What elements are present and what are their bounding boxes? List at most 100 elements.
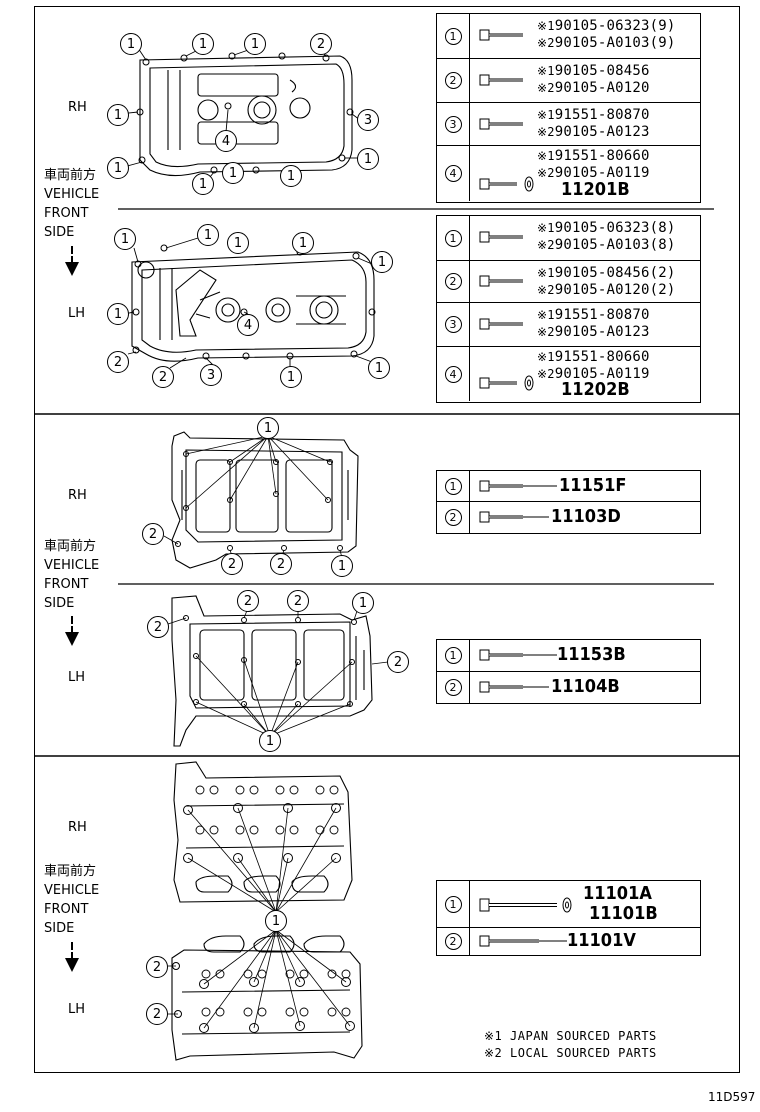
- callout-1: 1: [292, 232, 314, 254]
- part-number: 90105-08456(2): [554, 265, 676, 281]
- table-row: 1 11101A 11101B: [437, 881, 700, 928]
- source-mark: ※1: [484, 1029, 503, 1043]
- arrow-down-icon: [65, 246, 79, 276]
- source-mark: ※2: [537, 325, 555, 339]
- bolt-icon: [479, 480, 557, 492]
- bolt-icon: [479, 74, 523, 86]
- vehicle-front-label: 車両前方 VEHICLE FRONT SIDE: [44, 166, 99, 242]
- vehicle-front-label: 車両前方 VEHICLE FRONT SIDE: [44, 862, 99, 938]
- rh-cam-housing-parts-table: 1 11151F 2 11103D: [436, 470, 701, 534]
- item-number: 2: [444, 679, 462, 696]
- callout-1: 1: [280, 165, 302, 187]
- callout-1: 1: [107, 104, 129, 126]
- part-ref-number: 11151F: [559, 475, 627, 496]
- bolt-icon: [479, 118, 523, 130]
- callout-4: 4: [215, 130, 237, 152]
- vehicle-front-vehicle: VEHICLE: [44, 558, 100, 573]
- callout-1: 1: [107, 303, 129, 325]
- callout-1: 1: [120, 33, 142, 55]
- item-number: 2: [444, 72, 462, 89]
- source-mark: ※1: [537, 149, 555, 163]
- item-number: 3: [444, 115, 462, 133]
- part-number: 90105-A0119: [554, 366, 650, 382]
- cylinder-head-parts-table: 1 11101A 11101B 2 11101V: [436, 880, 701, 956]
- callout-1: 1: [371, 251, 393, 273]
- bolt-icon: [479, 681, 549, 693]
- part-number: 90105-A0123: [554, 324, 650, 340]
- callout-3: 3: [200, 364, 222, 386]
- part-number: 91551-80870: [554, 107, 650, 123]
- callout-1: 1: [227, 232, 249, 254]
- part-ref-number: 11101A: [583, 883, 652, 904]
- item-number: 1: [444, 27, 462, 45]
- item-number: 3: [444, 316, 462, 333]
- bolt-icon: [479, 649, 557, 661]
- part-number: 90105-A0103(8): [554, 237, 676, 253]
- part-number: 90105-A0123: [554, 124, 650, 140]
- lh-label: LH: [68, 306, 86, 321]
- callout-1: 1: [357, 148, 379, 170]
- bolt-washer-icon: [479, 897, 572, 913]
- source-mark: ※1: [537, 64, 555, 78]
- callout-1: 1: [352, 592, 374, 614]
- table-row: 4 ※191551-80660 ※290105-A0119 11202B: [437, 347, 700, 401]
- part-ref-number: 11101B: [589, 903, 658, 924]
- footnote-text: LOCAL SOURCED PARTS: [510, 1046, 657, 1060]
- rh-cylinder-head: [173, 761, 353, 903]
- arrow-down-icon: [65, 942, 79, 972]
- part-numbers: ※190105-06323(9) ※290105-A0103(9): [537, 18, 676, 52]
- lh-label: LH: [68, 1002, 86, 1017]
- part-number: 91551-80870: [554, 307, 650, 323]
- part-number: 90105-06323(9): [554, 18, 676, 34]
- callout-2: 2: [147, 616, 169, 638]
- vehicle-front-jp: 車両前方: [44, 168, 97, 183]
- rh-cam-leaders: [163, 435, 343, 559]
- callout-2: 2: [310, 33, 332, 55]
- bolt-icon: [479, 231, 523, 243]
- source-mark: ※1: [537, 308, 555, 322]
- lh-leaders: [123, 237, 373, 369]
- part-number: 90105-A0103(9): [554, 35, 676, 51]
- callout-2: 2: [237, 590, 259, 612]
- item-number: 4: [444, 165, 462, 182]
- lh-cam-housing-parts-table: 1 11153B 2 11104B: [436, 639, 701, 704]
- bolt-washer-icon: [479, 375, 534, 391]
- source-mark: ※2: [537, 367, 555, 381]
- table-row: 1 ※190105-06323(9) ※290105-A0103(9): [437, 14, 700, 59]
- table-row: 1 11153B: [437, 640, 700, 672]
- diagram-frame: [34, 6, 740, 1073]
- source-mark: ※1: [537, 266, 555, 280]
- image-code: 11D597: [708, 1090, 756, 1104]
- lh-label: LH: [68, 670, 86, 685]
- part-number: 90105-A0120(2): [554, 282, 676, 298]
- vehicle-front-label: 車両前方 VEHICLE FRONT SIDE: [44, 537, 99, 613]
- vehicle-front-side: SIDE: [44, 596, 75, 611]
- item-number: 1: [444, 229, 462, 247]
- callout-2: 2: [146, 956, 168, 978]
- source-mark: ※1: [537, 221, 555, 235]
- callout-1: 1: [114, 228, 136, 250]
- callout-3: 3: [357, 109, 379, 131]
- part-number: 90105-A0120: [554, 80, 650, 96]
- vehicle-front-side: SIDE: [44, 225, 75, 240]
- source-mark: ※2: [484, 1046, 503, 1060]
- part-numbers: ※191551-80660 ※290105-A0119: [537, 148, 650, 182]
- lh-valve-cover-parts-table: 1 ※190105-06323(8) ※290105-A0103(8) 2 ※1…: [436, 215, 701, 403]
- footnote-local: ※2 LOCAL SOURCED PARTS: [484, 1046, 657, 1060]
- table-row: 1 11151F: [437, 471, 700, 502]
- rh-cam-housing: [163, 431, 359, 569]
- callout-1: 1: [244, 33, 266, 55]
- part-ref-number: 11101V: [567, 930, 636, 951]
- callout-2: 2: [387, 651, 409, 673]
- source-mark: ※2: [537, 238, 555, 252]
- part-number: 90105-06323(8): [554, 220, 676, 236]
- callout-1: 1: [259, 730, 281, 752]
- part-numbers: ※191551-80660 ※290105-A0119: [537, 349, 650, 383]
- source-mark: ※1: [537, 350, 555, 364]
- part-numbers: ※191551-80870 ※290105-A0123: [537, 307, 650, 341]
- item-number: 2: [444, 273, 462, 290]
- bolt-icon: [479, 318, 523, 330]
